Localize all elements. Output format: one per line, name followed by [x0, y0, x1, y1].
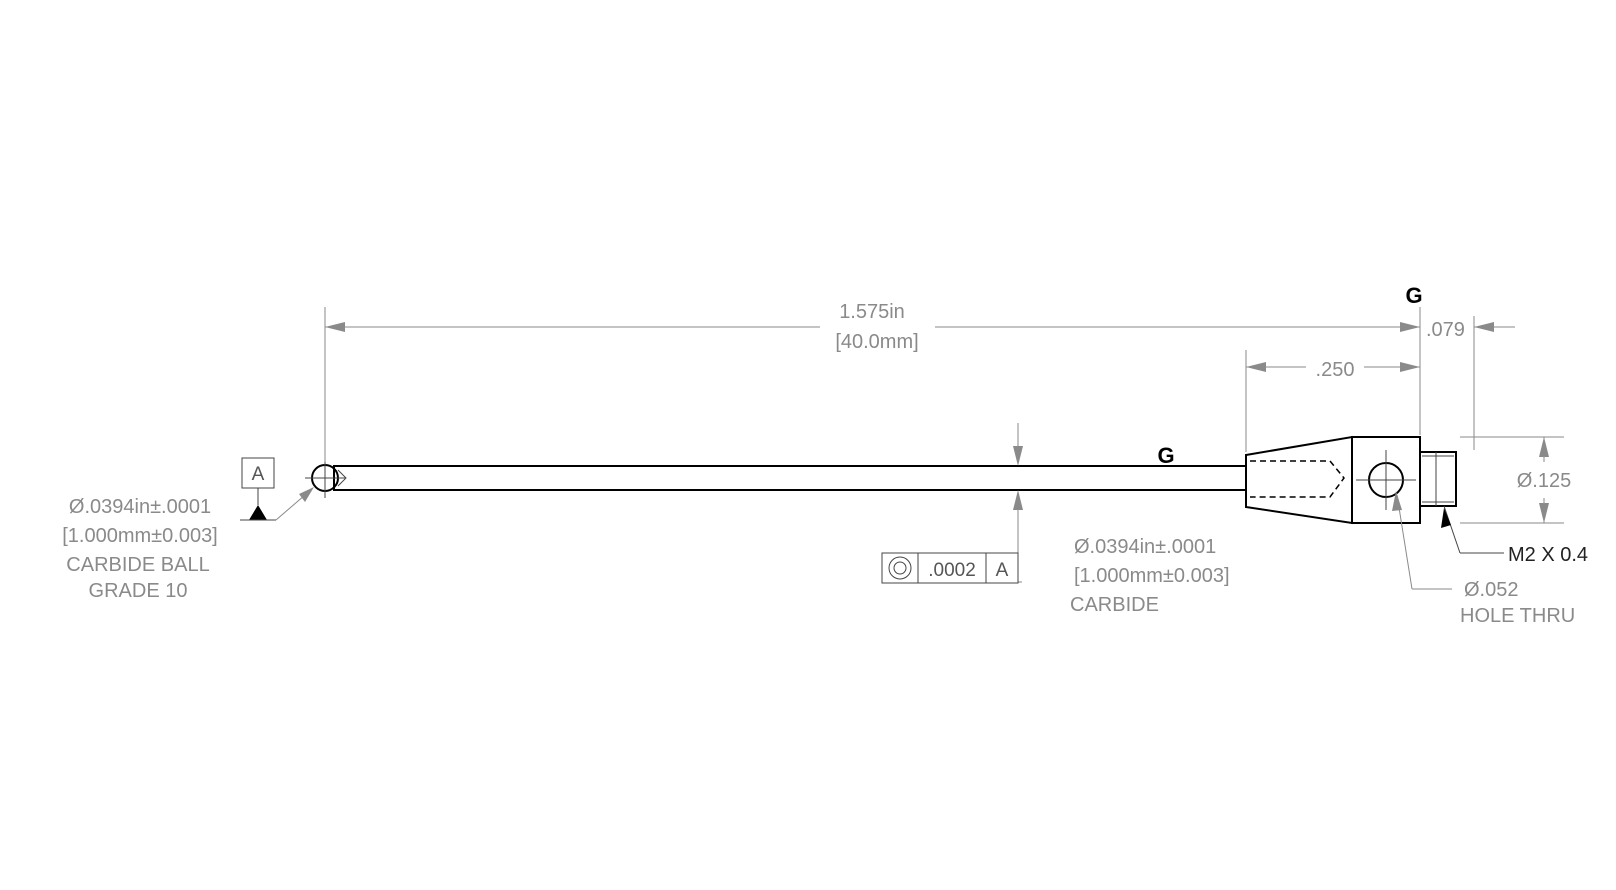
ball-grade: GRADE 10 [89, 580, 188, 602]
overall-length-mm: [40.0mm] [835, 331, 918, 353]
stem-callout: Ø.0394in±.0001 [1.000mm±0.003] CARBIDE [1070, 536, 1230, 616]
datum-triangle-icon [249, 505, 267, 520]
offset-dimension: .079 [1426, 319, 1465, 341]
ball-material: CARBIDE BALL [66, 554, 209, 576]
hole-note: HOLE THRU [1460, 605, 1575, 627]
hole-diameter: Ø.052 [1464, 579, 1518, 601]
part-geometry [305, 435, 1457, 525]
thread-spec: M2 X 0.4 [1508, 544, 1588, 566]
hole-callout: Ø.052 HOLE THRU [1392, 491, 1575, 627]
thread-callout: M2 X 0.4 [1441, 505, 1588, 566]
feature-control-frame: .0002 A [881, 552, 1019, 584]
fcf-tolerance: .0002 [928, 560, 976, 581]
body-diameter-dimension: Ø.125 [1517, 470, 1571, 492]
thread [1419, 451, 1457, 507]
stem-diameter-mm: [1.000mm±0.003] [1074, 565, 1230, 587]
stem-material: CARBIDE [1070, 594, 1159, 616]
stem-marker: G [1157, 443, 1174, 468]
body-length-dimension: .250 [1316, 359, 1355, 381]
end-marker: G [1405, 283, 1422, 308]
overall-length-in: 1.575in [839, 301, 905, 323]
taper [1245, 435, 1353, 525]
stem-diameter-in: Ø.0394in±.0001 [1074, 536, 1216, 558]
stem [333, 465, 1247, 491]
datum-feature: A [240, 457, 314, 521]
concentricity-icon [888, 556, 912, 580]
ball-callout: Ø.0394in±.0001 [1.000mm±0.003] CARBIDE B… [62, 496, 218, 602]
ball-diameter-in: Ø.0394in±.0001 [69, 496, 211, 518]
ball-diameter-mm: [1.000mm±0.003] [62, 525, 218, 547]
datum-label: A [252, 464, 265, 485]
fcf-datum: A [996, 560, 1009, 581]
dimensions: 1.575in [40.0mm] .079 .250 Ø.125 [324, 301, 1571, 583]
